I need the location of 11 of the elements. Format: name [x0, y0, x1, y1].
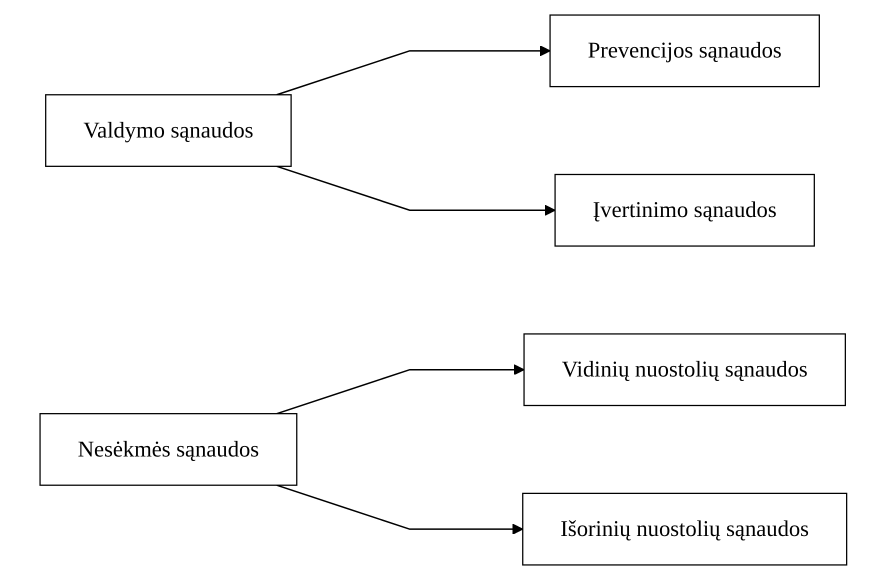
node-box [522, 492, 848, 566]
node-box [40, 413, 298, 486]
arrow [276, 45, 551, 96]
node-box [45, 94, 292, 167]
node-box [550, 14, 820, 88]
flowchart-drawing: Valdymo sąnaudos Prevencijos sąnaudos Įvertinimo sąnaudos Nesėkmės sąnaudos Vidinių nuostolių sąnaudos Išorinių nuostolių sąnaudos [30, 5, 857, 575]
arrow [276, 166, 556, 216]
arrow [276, 484, 524, 535]
node-box [554, 174, 816, 247]
arrow [276, 364, 525, 414]
node-box [524, 333, 846, 406]
